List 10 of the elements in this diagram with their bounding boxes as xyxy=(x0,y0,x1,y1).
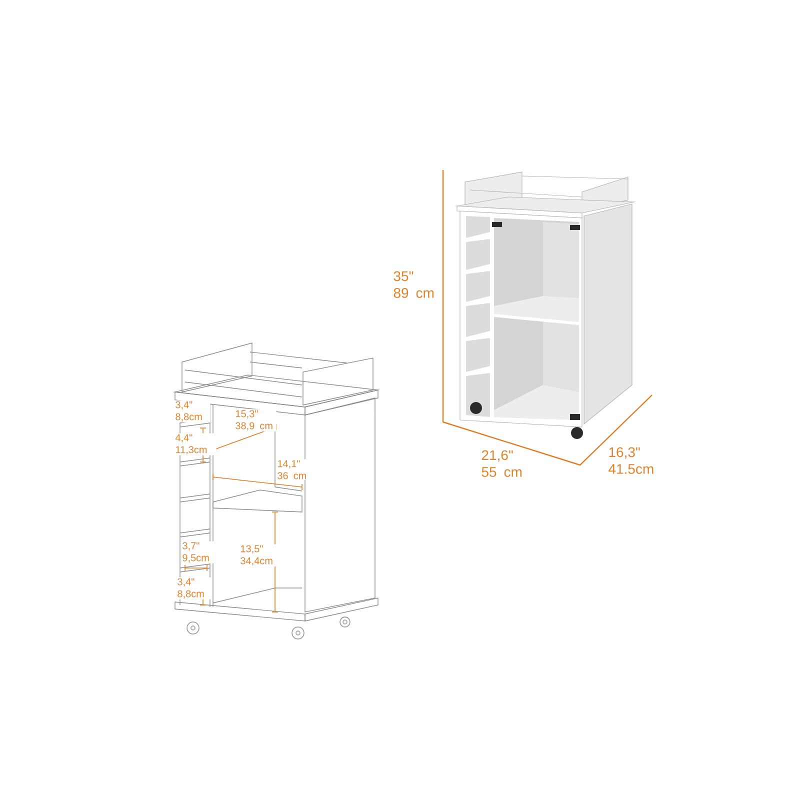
dimension-label: 3,4" 8,8cm xyxy=(174,400,210,422)
dimension-label: 15,3" 38,9 cm xyxy=(234,409,276,432)
dimension-label: 4,4" 11,3cm xyxy=(174,433,216,456)
dimension-label: 35" 89 cm xyxy=(392,270,436,299)
dimension-label: 21,6" 55 cm xyxy=(480,449,526,478)
dimension-label: 16,3" 41.5cm xyxy=(607,446,666,475)
dimension-label: 3,4" 8,8cm xyxy=(176,577,212,600)
dimension-label: 14,1" 36 cm xyxy=(276,459,310,480)
dimension-label: 13,5" 34,4cm xyxy=(239,544,282,566)
dimension-label: 3,7" 9,5cm xyxy=(181,541,218,564)
